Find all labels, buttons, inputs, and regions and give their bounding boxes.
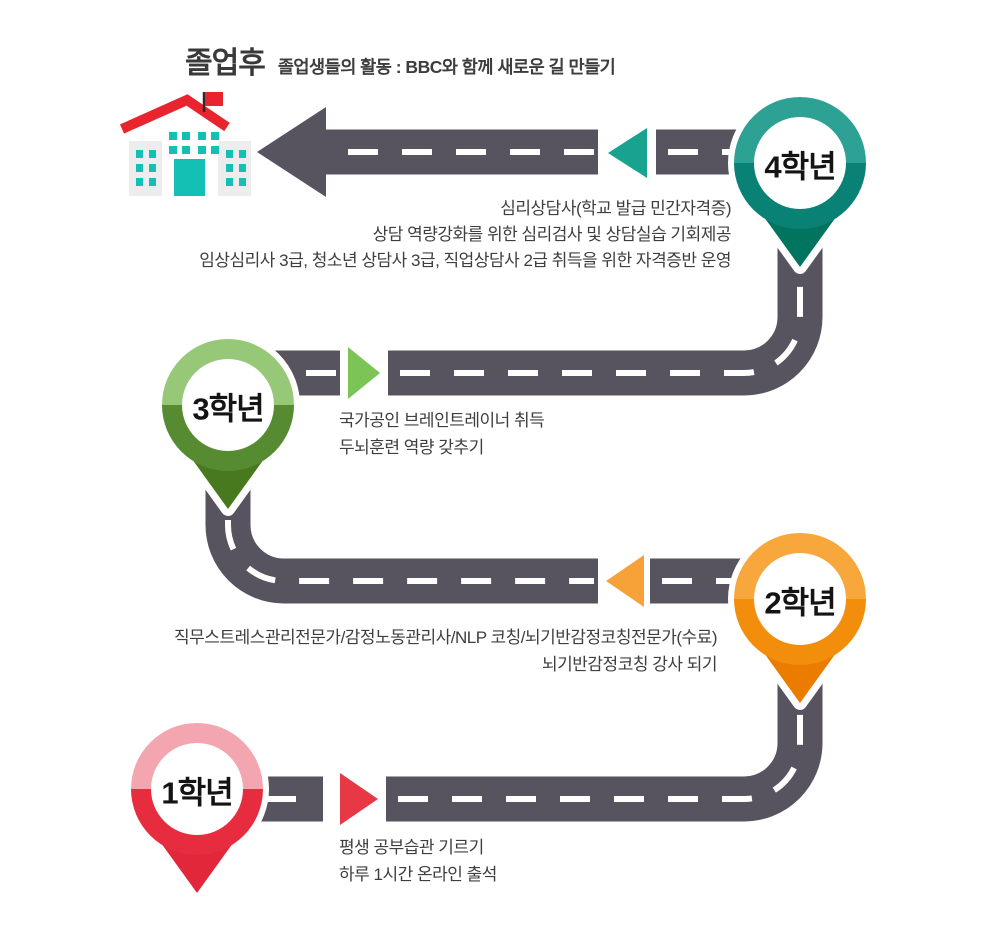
- road-arrowhead-icon: [257, 107, 326, 197]
- pin-label-year3: 3학년: [192, 391, 264, 427]
- milestone-pin-year3: [156, 333, 300, 516]
- school-icon: [119, 92, 251, 196]
- milestone-notes-year2: 직무스트레스관리전문가/감정노동관리사/NLP 코칭/뇌기반감정코칭전문가(수료…: [174, 624, 717, 678]
- school-flag-icon: [205, 92, 223, 106]
- milestone-pin-year2: [728, 527, 872, 710]
- milestone-notes-year1: 평생 공부습관 기르기 하루 1시간 온라인 출석: [339, 834, 497, 888]
- note-line: 두뇌훈련 역량 갖추기: [339, 438, 484, 457]
- pin-tip-year4: [764, 217, 836, 267]
- pin-label-year1: 1학년: [161, 775, 233, 811]
- milestone-pin-year4: [728, 91, 872, 274]
- chevron-right-year3-icon: [348, 347, 380, 399]
- milestone-notes-year4: 심리상담사(학교 발급 민간자격증) 상담 역량강화를 위한 심리검사 및 상담…: [199, 196, 731, 274]
- note-line: 직무스트레스관리전문가/감정노동관리사/NLP 코칭/뇌기반감정코칭전문가(수료…: [174, 628, 717, 647]
- chevron-left-year2-icon: [606, 555, 644, 607]
- note-line: 하루 1시간 온라인 출석: [339, 865, 497, 884]
- school-roof: [119, 94, 230, 134]
- page-title: 졸업후: [185, 47, 266, 80]
- milestone-notes-year3: 국가공인 브레인트레이너 취득 두뇌훈련 역량 갖추기: [339, 407, 545, 461]
- school-windows-door: [136, 132, 246, 196]
- note-line: 상담 역량강화를 위한 심리검사 및 상담실습 기회제공: [372, 225, 732, 244]
- note-line: 뇌기반감정코칭 강사 되기: [542, 655, 717, 674]
- page-subtitle: 졸업생들의 활동 : BBC와 함께 새로운 길 만들기: [277, 57, 616, 77]
- note-line: 평생 공부습관 기르기: [339, 838, 484, 857]
- pin-tip-year2: [764, 653, 836, 703]
- note-line: 임상심리사 3급, 청소년 상담사 3급, 직업상담사 2급 취득을 위한 자격…: [199, 251, 731, 270]
- chevron-left-year4-icon: [608, 128, 647, 178]
- note-line: 심리상담사(학교 발급 민간자격증): [500, 199, 731, 218]
- pin-label-year4: 4학년: [764, 149, 836, 185]
- note-line: 국가공인 브레인트레이너 취득: [339, 411, 545, 430]
- road-year2-to-year3: [205, 462, 598, 604]
- pin-tip-year3: [192, 459, 264, 509]
- chevron-right-year1-icon: [340, 773, 378, 825]
- road-year1-to-year2: [386, 682, 823, 822]
- pin-label-year2: 2학년: [764, 585, 836, 621]
- milestone-pin-year1: [125, 717, 269, 900]
- header: 졸업후 졸업생들의 활동 : BBC와 함께 새로운 길 만들기: [185, 38, 616, 82]
- pin-tip-year1: [161, 843, 233, 893]
